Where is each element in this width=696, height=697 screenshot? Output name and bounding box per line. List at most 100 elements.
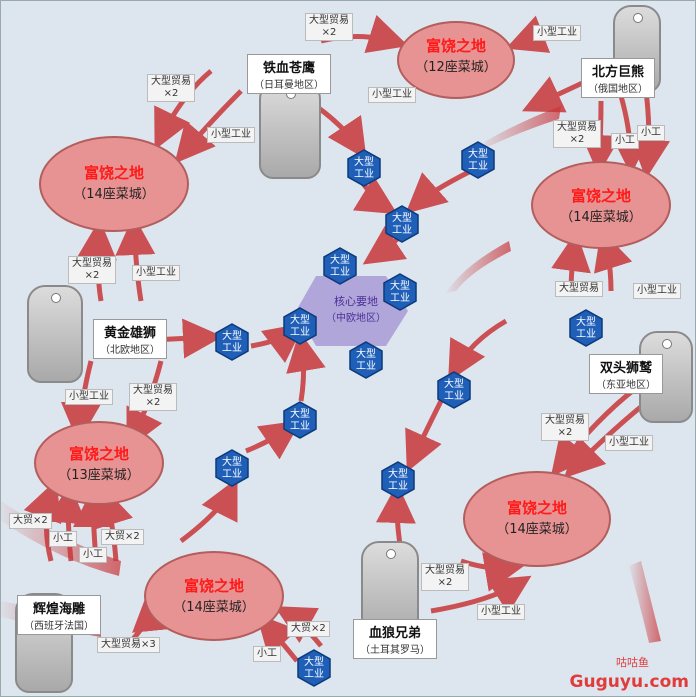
edge-label: 大型贸易×2 [553, 120, 601, 148]
faction-name: 北方巨熊 [591, 65, 644, 80]
industry-hex-icon: 大型工业 [347, 149, 381, 187]
hex-label-line1: 大型 [290, 409, 310, 420]
watermark-brand: 咕咕鱼 [616, 656, 649, 669]
faction-name: 辉煌海雕 [32, 602, 85, 617]
edge-label: 大型贸易×2 [129, 383, 177, 411]
hex-label-line1: 大型 [330, 255, 350, 266]
faction-region: （西班牙法国） [24, 621, 94, 632]
industry-hex-icon: 大型工业 [283, 401, 317, 439]
industry-hex-icon: 大型工业 [215, 323, 249, 361]
core-region-label: （中欧地区） [326, 313, 386, 324]
hex-label-line2: 工业 [222, 343, 242, 354]
edge-label: 大型贸易×2 [68, 256, 116, 284]
hex-label-line1: 大型 [392, 213, 412, 224]
industry-hex-icon: 大型工业 [283, 307, 317, 345]
region-count: （12座菜城） [415, 60, 497, 75]
hex-label-line2: 工业 [388, 481, 408, 492]
region-south: 富饶之地 （14座菜城） [144, 551, 284, 641]
hex-label-line2: 工业 [330, 267, 350, 278]
eagle-emblem-icon [259, 81, 321, 179]
hex-label-line2: 工业 [392, 225, 412, 236]
edge-label: 小工 [79, 547, 107, 563]
region-title: 富饶之地 [425, 37, 486, 55]
core-hexagon-shape [296, 276, 408, 346]
core-region: 核心要地 （中欧地区） [296, 271, 416, 351]
hex-label-line1: 大型 [222, 331, 242, 342]
lion-emblem-icon [27, 285, 83, 383]
hex-label-line2: 工业 [390, 293, 410, 304]
industry-hex-icon: 大型工业 [385, 205, 419, 243]
edge-label: 大贸×2 [9, 513, 52, 529]
faction-region: （俄国地区） [588, 84, 648, 95]
hex-label-line2: 工业 [304, 669, 324, 680]
faction-region: （日耳曼地区） [254, 80, 324, 91]
industry-hex-icon: 大型工业 [215, 449, 249, 487]
edge-label: 大型贸易×3 [97, 637, 160, 653]
edge-label: 大型贸易×2 [147, 74, 195, 102]
region-northwest: 富饶之地 （14座菜城） [39, 136, 189, 232]
edge-label: 大贸×2 [101, 529, 144, 545]
region-count: （13座菜城） [58, 468, 140, 483]
hex-label-line1: 大型 [222, 457, 242, 468]
region-count: （14座菜城） [496, 522, 578, 537]
edge-label: 小型工业 [132, 265, 180, 281]
faction-label-griffin: 双头狮鹫 （东亚地区） [589, 354, 663, 394]
edge-label: 小型工业 [605, 435, 653, 451]
faction-region: （土耳其罗马） [360, 645, 430, 656]
industry-hex-icon: 大型工业 [349, 341, 383, 379]
faction-label-sea-eagle: 辉煌海雕 （西班牙法国） [17, 595, 101, 635]
hex-label-line1: 大型 [468, 149, 488, 160]
edge-label: 小工 [49, 531, 77, 547]
industry-hex-icon: 大型工业 [461, 141, 495, 179]
hex-label-line2: 工业 [354, 169, 374, 180]
faction-label-eagle: 铁血苍鹰 （日耳曼地区） [247, 54, 331, 94]
region-west: 富饶之地 （13座菜城） [34, 421, 164, 505]
hex-label-line1: 大型 [576, 317, 596, 328]
hex-label-line1: 大型 [388, 469, 408, 480]
edge-label: 小工 [637, 125, 665, 141]
faction-name: 双头狮鹫 [599, 361, 652, 376]
region-count: （14座菜城） [173, 600, 255, 615]
region-title: 富饶之地 [68, 445, 129, 463]
edge-label: 大贸×2 [287, 621, 330, 637]
industry-hex-icon: 大型工业 [383, 273, 417, 311]
hex-label-line1: 大型 [290, 315, 310, 326]
region-north: 富饶之地 （12座菜城） [397, 21, 515, 99]
hex-label-line2: 工业 [468, 161, 488, 172]
edge-label: 大型贸易×2 [421, 563, 469, 591]
hex-label-line2: 工业 [356, 361, 376, 372]
hex-label-line1: 大型 [354, 157, 374, 168]
hex-label-line1: 大型 [390, 281, 410, 292]
edge-label: 大型贸易×2 [305, 13, 353, 41]
edge-label: 小型工业 [65, 389, 113, 405]
industry-hex-icon: 大型工业 [297, 649, 331, 687]
hex-label-line2: 工业 [290, 421, 310, 432]
edge-label: 小型工业 [633, 283, 681, 299]
region-count: （14座菜城） [73, 187, 155, 202]
edge-label: 小型工业 [477, 604, 525, 620]
region-northeast: 富饶之地 （14座菜城） [531, 161, 671, 249]
edge-label: 小型工业 [207, 127, 255, 143]
hex-label-line1: 大型 [356, 349, 376, 360]
faction-region: （北欧地区） [100, 345, 160, 356]
industry-hex-icon: 大型工业 [323, 247, 357, 285]
region-title: 富饶之地 [83, 164, 144, 182]
hex-label-line2: 工业 [576, 329, 596, 340]
edge-label: 大型贸易×2 [541, 413, 589, 441]
hex-label-line2: 工业 [444, 391, 464, 402]
faction-name: 铁血苍鹰 [262, 61, 315, 76]
edge-label: 小型工业 [533, 25, 581, 41]
hex-label-line2: 工业 [222, 469, 242, 480]
industry-hex-icon: 大型工业 [437, 371, 471, 409]
edge-label: 小型工业 [368, 87, 416, 103]
region-title: 富饶之地 [183, 577, 244, 595]
watermark-site: Guguyu.com [569, 672, 689, 692]
region-count: （14座菜城） [560, 210, 642, 225]
faction-label-bear: 北方巨熊 （俄国地区） [581, 58, 655, 98]
edge-label: 大型贸易 [555, 281, 603, 297]
hex-label-line1: 大型 [304, 657, 324, 668]
faction-label-wolf: 血狼兄弟 （土耳其罗马） [353, 619, 437, 659]
core-title: 核心要地 [334, 295, 378, 308]
region-title: 富饶之地 [570, 187, 631, 205]
